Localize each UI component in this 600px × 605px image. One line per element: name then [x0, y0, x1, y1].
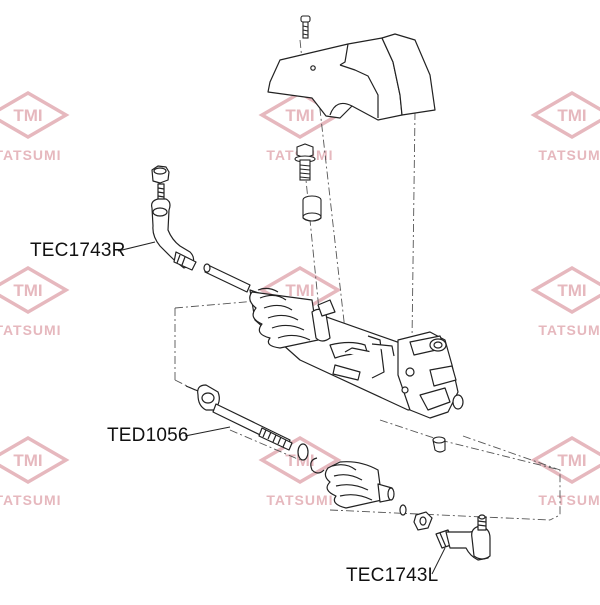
heat-shield [267, 33, 436, 121]
watermark-brand-text: TATSUMI [266, 492, 333, 508]
mounting-bolt [294, 143, 316, 181]
rack-boot-left [249, 287, 319, 349]
watermark-logo-text: TMI [285, 281, 314, 300]
shield-screw [300, 15, 311, 39]
watermark-logo-text: TMI [557, 451, 586, 470]
watermark-brand-text: TATSUMI [0, 492, 62, 508]
watermark-logo-text: TMI [13, 281, 42, 300]
mounting-bushing [302, 195, 322, 222]
callout-ted1056: TED1056 [107, 425, 189, 446]
watermark-logo-text: TMI [557, 106, 586, 125]
watermark-brand-text: TATSUMI [538, 492, 600, 508]
watermark-brand-text: TATSUMI [538, 147, 600, 163]
steering-rack-assembly [203, 263, 464, 419]
watermark-brand-text: TATSUMI [0, 147, 62, 163]
callout-leaders [117, 241, 446, 575]
tatsumi-watermark-logo: TMI TATSUMI [0, 90, 70, 163]
assembly-guide-lines [174, 39, 561, 521]
watermark-logo-text: TMI [13, 106, 42, 125]
watermark-logo-text: TMI [285, 106, 314, 125]
tatsumi-watermark-logo: TMI TATSUMI [0, 265, 70, 338]
tatsumi-watermark-layer: TMI TATSUMI TMI TATSUMI TMI TATSUMI TMI TATSUMI… [0, 90, 600, 508]
watermark-logo-text: TMI [557, 281, 586, 300]
callout-tec1743l: TEC1743L [346, 565, 439, 586]
tatsumi-watermark-logo: TMI TATSUMI [530, 265, 600, 338]
tie-rod-end-right [151, 165, 197, 271]
tatsumi-watermark-logo: TMI TATSUMI [530, 90, 600, 163]
inner-tie-rod [185, 384, 293, 451]
watermark-brand-text: TATSUMI [0, 322, 62, 338]
tie-rod-end-left [435, 514, 491, 561]
watermark-brand-text: TATSUMI [538, 322, 600, 338]
watermark-logo-text: TMI [13, 451, 42, 470]
callout-tec1743r: TEC1743R [30, 240, 126, 261]
jam-nut [399, 504, 433, 531]
rack-boot-right [324, 461, 395, 509]
lock-ring [297, 443, 325, 474]
tatsumi-watermark-logo: TMI TATSUMI [530, 435, 600, 508]
housing-cap [432, 436, 446, 453]
tatsumi-watermark-logo: TMI TATSUMI [0, 435, 70, 508]
